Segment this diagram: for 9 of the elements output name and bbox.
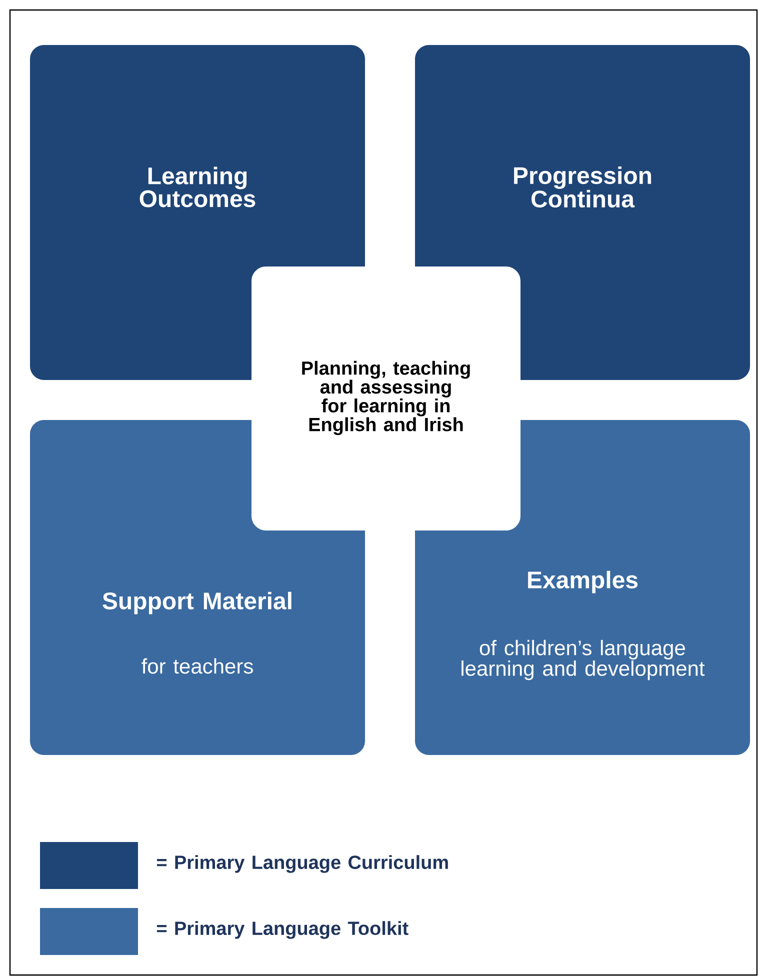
box-subtext: of children’s language learning and development [462, 640, 705, 680]
box-heading: Support Material [102, 592, 292, 614]
box-heading: Learning Outcomes [140, 166, 256, 208]
box-subtext: for teachers [142, 658, 253, 674]
legend-text: = Primary Language Toolkit [156, 921, 408, 939]
center-text: Planning, teaching and assessing for learning in English and Irish [302, 360, 470, 436]
legend-text: = Primary Language Curriculum [156, 855, 448, 873]
box-heading: Examples [528, 570, 638, 594]
box-heading: Progression Continua [514, 166, 652, 208]
